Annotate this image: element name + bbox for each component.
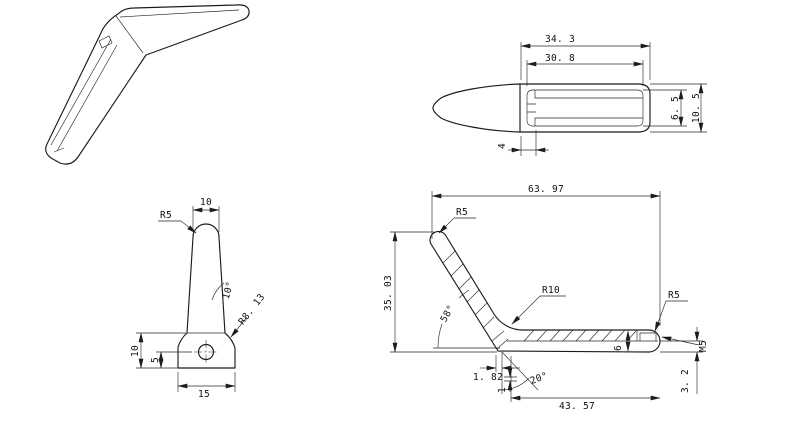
- dim-tab-width: 4: [497, 143, 508, 149]
- side-view-slot-details: [507, 330, 658, 342]
- dim-width-inner: 30. 8: [545, 53, 575, 64]
- dim-total-height: 10. 5: [691, 93, 702, 123]
- top-view-outline: [432, 83, 651, 133]
- leader-thread: [661, 336, 700, 346]
- dim-arm-angle: 58°: [439, 303, 458, 324]
- leader-bend-radius: [511, 295, 541, 325]
- front-view-extension-lines: [136, 206, 236, 392]
- front-view-centerlines: [194, 340, 219, 365]
- dim-hole-center-height: 5: [150, 357, 161, 363]
- top-view-extension-lines: [520, 42, 707, 156]
- isometric-view: [45, 4, 250, 165]
- dim-end-radius: R5: [668, 290, 680, 301]
- dim-top-width: 10: [200, 197, 212, 208]
- side-view-outline: [429, 230, 661, 353]
- dim-draft-angle: 10°: [221, 280, 236, 300]
- dim-arm-height: 6: [613, 345, 624, 351]
- leader-tip-radius: [180, 220, 197, 234]
- dim-base-width: 15: [198, 389, 210, 400]
- leader-end-radius: [654, 300, 667, 332]
- side-view: 63. 97 R5 35. 03 58° R10 R5 1. 82 1 20° …: [383, 184, 709, 412]
- dim-total-height: 35. 03: [383, 275, 394, 311]
- dim-thread: M5: [698, 340, 709, 352]
- dim-boss-radius: R8. 13: [237, 292, 268, 327]
- dim-slot-height: 6. 5: [670, 96, 681, 120]
- top-view: 34. 3 30. 8 6. 5 10. 5 4: [432, 34, 707, 156]
- top-view-slot-details: [526, 89, 644, 127]
- dim-base-angle: 20°: [529, 370, 550, 387]
- isometric-details: [50, 9, 240, 153]
- dim-tip-radius: R5: [160, 210, 172, 221]
- dim-lip-thickness: 3. 2: [680, 369, 691, 393]
- dim-offset-a: 1. 82: [473, 372, 503, 383]
- dim-total-length: 63. 97: [528, 184, 564, 195]
- side-view-extension-lines: [390, 191, 703, 402]
- leader-boss-radius: [230, 316, 248, 338]
- dim-base-height: 10: [130, 345, 141, 357]
- dim-tip-radius: R5: [456, 207, 468, 218]
- isometric-outline: [45, 4, 250, 165]
- dim-bend-radius: R10: [542, 285, 560, 296]
- dim-offset-b: 1: [497, 387, 508, 393]
- side-view-hatching: [442, 250, 637, 350]
- leader-tip-radius: [438, 217, 455, 234]
- dim-width-outer: 34. 3: [545, 34, 575, 45]
- front-view: 10 R5 10° R8. 13 10 5 15: [130, 197, 267, 400]
- dim-base-length: 43. 57: [559, 401, 595, 412]
